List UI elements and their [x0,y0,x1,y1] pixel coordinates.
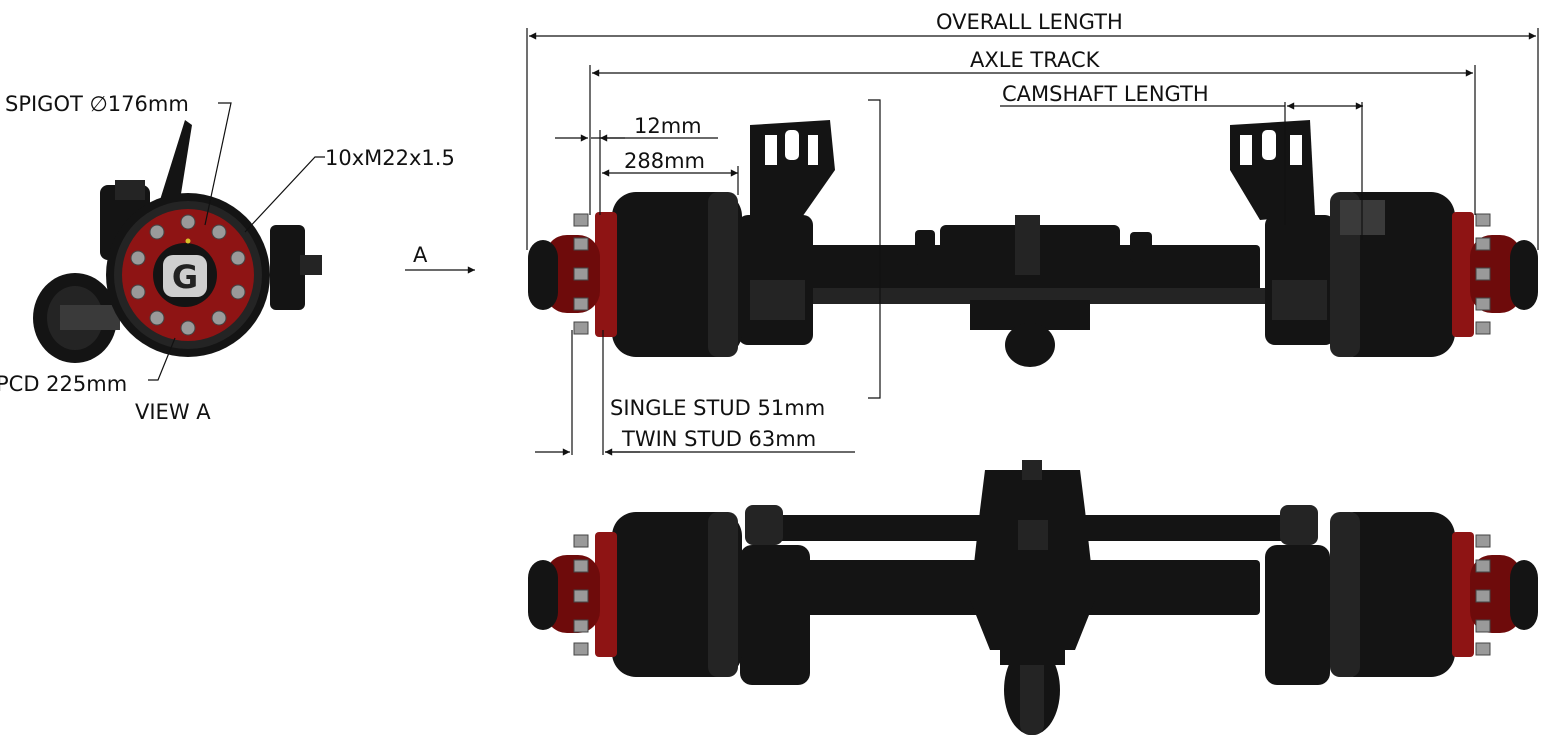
dim-288-label: 288mm [624,149,705,173]
hub-studs [130,214,246,336]
view-a-label: VIEW A [135,400,211,424]
dim-12-label: 12mm [634,114,702,138]
left-hub-flange [595,212,617,337]
camshaft-length-label: CAMSHAFT LENGTH [1002,82,1209,106]
logo-badge [163,255,207,297]
single-stud-label: SINGLE STUD 51mm [610,396,825,420]
studs-label: 10xM22x1.5 [325,146,455,170]
axle-track-label: AXLE TRACK [970,48,1101,72]
top-axle [528,120,1538,367]
left-studs [573,213,589,335]
logo-letter: G [172,258,198,296]
view-arrow-label: A [413,243,428,267]
bottom-axle [528,460,1538,735]
overall-length-label: OVERALL LENGTH [936,10,1123,34]
spigot-label: SPIGOT ∅176mm [5,92,189,116]
bracket-arm [160,120,192,200]
right-hub-flange [1452,212,1474,337]
dimension-lines [526,28,1539,456]
right-studs [1475,213,1491,335]
pcd-label: PCD 225mm [0,372,127,396]
view-a-drawing: G [33,102,325,381]
twin-stud-label: TWIN STUD 63mm [621,427,816,451]
